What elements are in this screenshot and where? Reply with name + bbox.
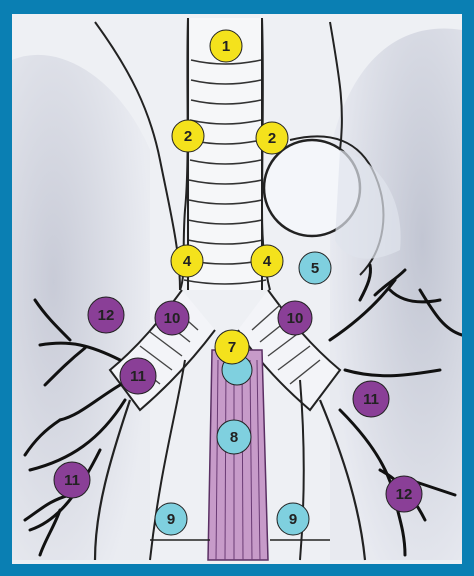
node-11-left-lower-label: 11 — [64, 472, 80, 489]
node-5-label: 5 — [311, 260, 319, 277]
node-1-label: 1 — [222, 38, 230, 55]
node-7-label: 7 — [228, 339, 236, 356]
node-10-left-label: 10 — [164, 310, 181, 327]
node-4-right-badge: 4 — [251, 245, 283, 277]
node-12-right-badge: 12 — [386, 476, 422, 512]
node-4-right-label: 4 — [263, 253, 272, 270]
node-2-right-label: 2 — [268, 130, 276, 147]
node-12-right-label: 12 — [396, 486, 413, 503]
node-4-left-label: 4 — [183, 253, 192, 270]
node-11-right-badge: 11 — [353, 381, 389, 417]
node-9-left-label: 9 — [167, 511, 175, 528]
node-12-left-label: 12 — [98, 307, 115, 324]
node-11-right-label: 11 — [363, 391, 379, 408]
node-11-left-upper-badge: 11 — [120, 358, 156, 394]
node-2-left-label: 2 — [184, 128, 192, 145]
node-5-badge: 5 — [299, 252, 331, 284]
node-8-label: 8 — [230, 429, 238, 446]
node-11-left-lower-badge: 11 — [54, 462, 90, 498]
node-2-right-badge: 2 — [256, 122, 288, 154]
node-10-right-label: 10 — [287, 310, 304, 327]
node-8-badge: 8 — [217, 420, 251, 454]
node-4-left-badge: 4 — [171, 245, 203, 277]
node-1-badge: 1 — [210, 30, 242, 62]
node-9-right-badge: 9 — [277, 503, 309, 535]
node-10-right-badge: 10 — [278, 301, 312, 335]
node-2-left-badge: 2 — [172, 120, 204, 152]
node-9-left-badge: 9 — [155, 503, 187, 535]
node-12-left-badge: 12 — [88, 297, 124, 333]
node-11-left-upper-label: 11 — [130, 368, 146, 385]
node-10-left-badge: 10 — [155, 301, 189, 335]
node-9-right-label: 9 — [289, 511, 297, 528]
